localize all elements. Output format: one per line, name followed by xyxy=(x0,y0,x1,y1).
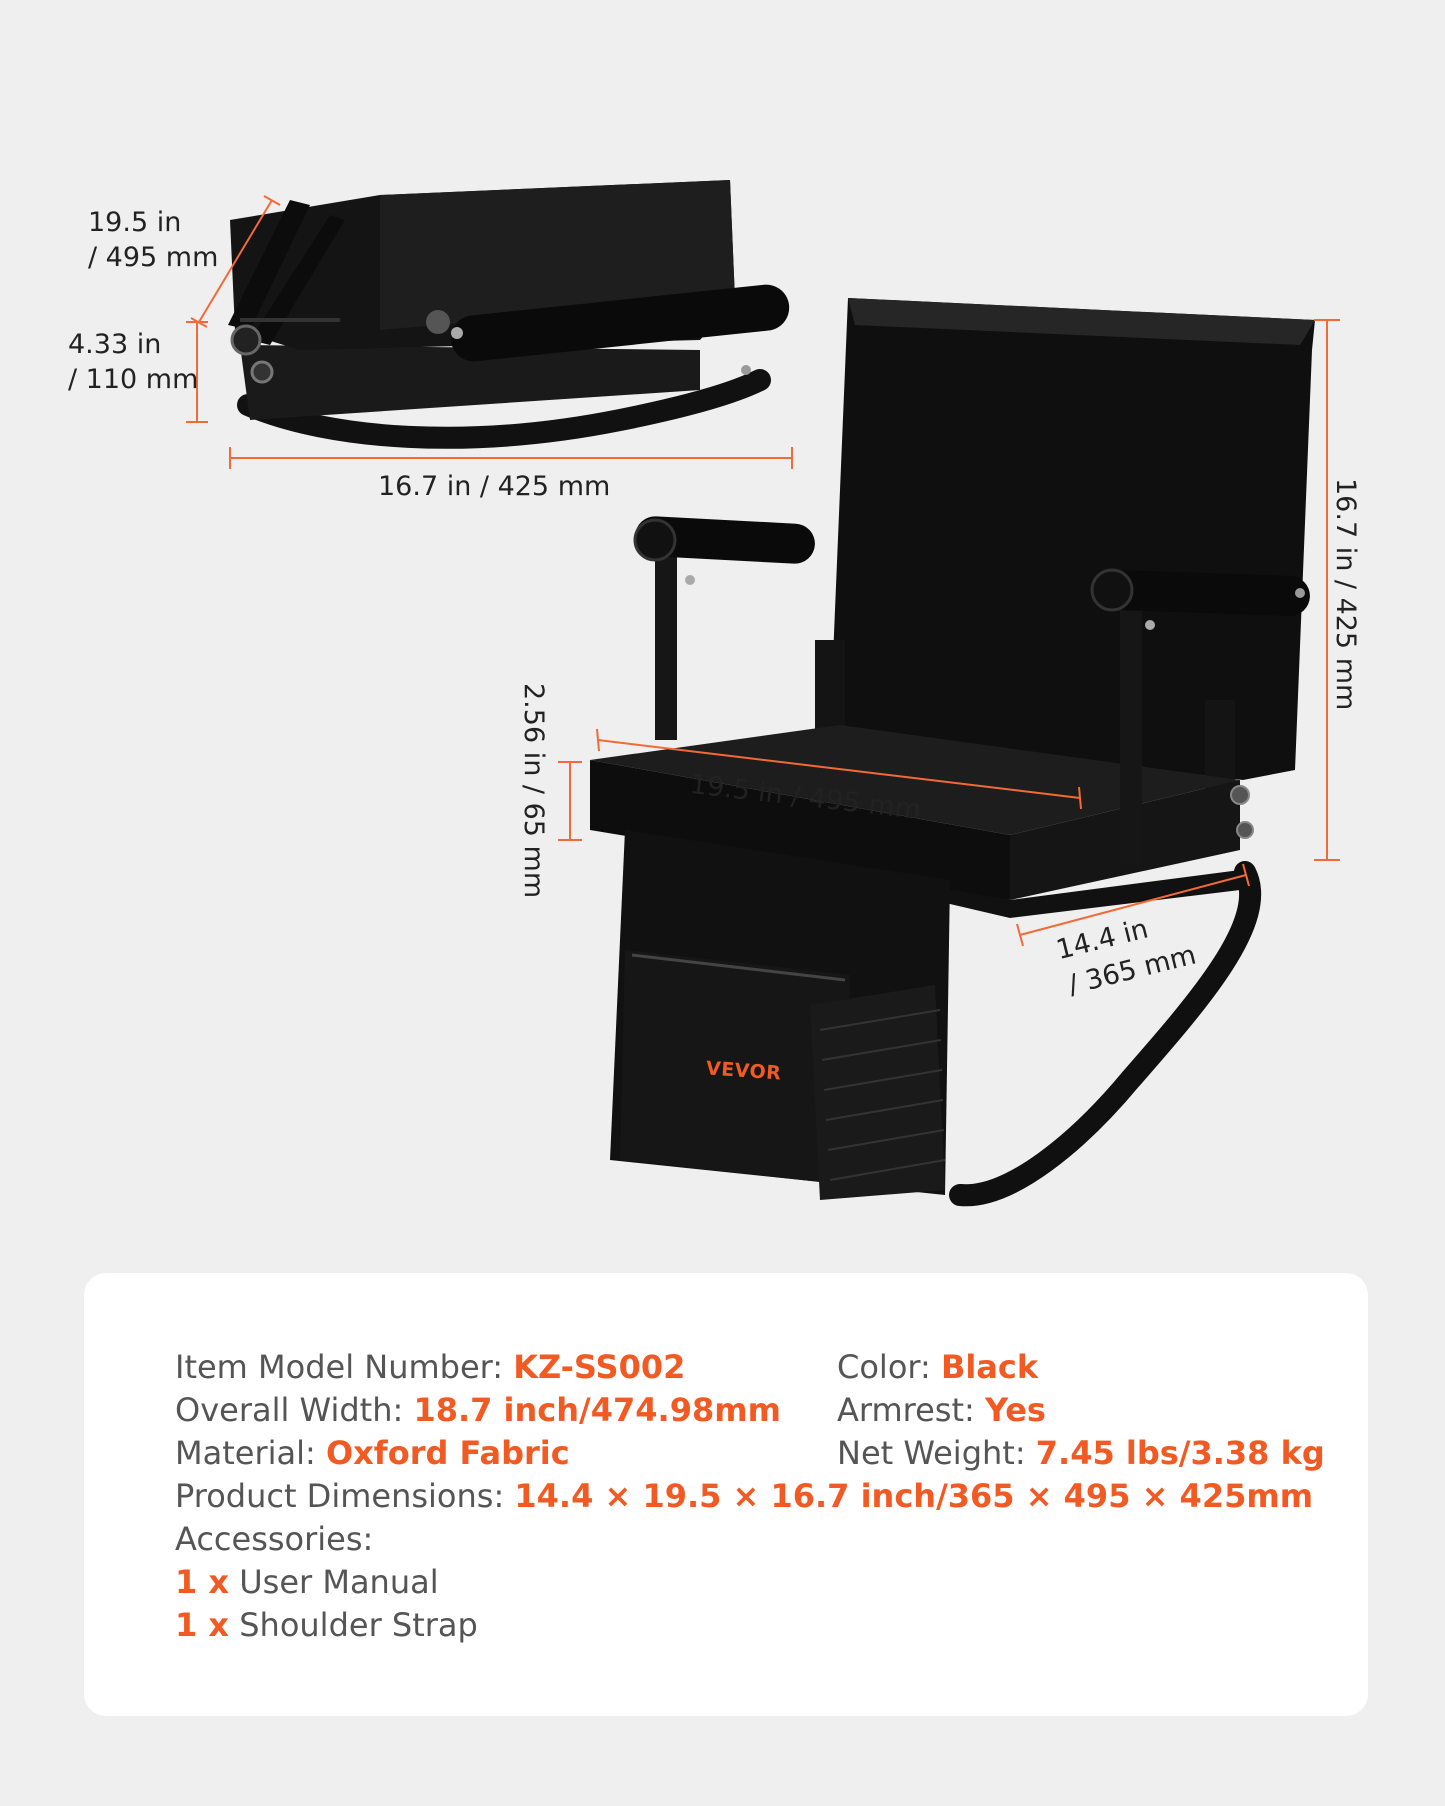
spec-color: Color: Black xyxy=(837,1347,1038,1387)
spec-material-value: Oxford Fabric xyxy=(325,1434,570,1472)
spec-armrest-value: Yes xyxy=(984,1391,1046,1429)
folded-height-label-line1: 4.33 in xyxy=(68,329,162,360)
open-dimension-lines xyxy=(558,319,1340,947)
spec-weight-label: Net Weight: xyxy=(837,1434,1036,1472)
spec-material-label: Material: xyxy=(175,1434,326,1472)
accessory-name: Shoulder Strap xyxy=(229,1606,478,1644)
spec-width-label: Overall Width: xyxy=(175,1391,414,1429)
accessory-qty: 1 x xyxy=(175,1563,230,1601)
spec-model: Item Model Number: KZ-SS002 xyxy=(175,1347,685,1387)
accessory-item: 1 x Shoulder Strap xyxy=(175,1605,478,1645)
spec-dimensions: Product Dimensions: 14.4 × 19.5 × 16.7 i… xyxy=(175,1476,1313,1516)
spec-armrest: Armrest: Yes xyxy=(837,1390,1046,1430)
spec-dimensions-value: 14.4 × 19.5 × 16.7 inch/365 × 495 × 425m… xyxy=(514,1477,1314,1515)
spec-material: Material: Oxford Fabric xyxy=(175,1433,570,1473)
accessory-qty: 1 x xyxy=(175,1606,230,1644)
spec-color-value: Black xyxy=(940,1348,1039,1386)
spec-color-label: Color: xyxy=(837,1348,941,1386)
folded-chair-image xyxy=(228,180,790,449)
folded-width-label: 16.7 in / 425 mm xyxy=(378,471,611,502)
folded-length-label-line1: 19.5 in xyxy=(88,207,182,238)
spec-width: Overall Width: 18.7 inch/474.98mm xyxy=(175,1390,781,1430)
accessory-item: 1 x User Manual xyxy=(175,1562,439,1602)
folded-length-label-line2: / 495 mm xyxy=(88,242,219,273)
folded-height-label-line2: / 110 mm xyxy=(68,364,199,395)
spec-width-value: 18.7 inch/474.98mm xyxy=(413,1391,781,1429)
spec-model-value: KZ-SS002 xyxy=(513,1348,686,1386)
open-cushion-label: 2.56 in / 65 mm xyxy=(518,683,549,899)
spec-card: Item Model Number: KZ-SS002 Color: Black… xyxy=(84,1273,1368,1716)
spec-dimensions-label: Product Dimensions: xyxy=(175,1477,515,1515)
accessory-name: User Manual xyxy=(229,1563,439,1601)
spec-model-label: Item Model Number: xyxy=(175,1348,514,1386)
spec-weight-value: 7.45 lbs/3.38 kg xyxy=(1035,1434,1325,1472)
spec-accessories-heading: Accessories: xyxy=(175,1520,374,1558)
chair-illustration xyxy=(186,180,1340,1207)
open-chair-image xyxy=(590,298,1315,1207)
folded-dimension-lines xyxy=(186,195,793,469)
open-height-label: 16.7 in / 425 mm xyxy=(1330,478,1361,711)
spec-weight: Net Weight: 7.45 lbs/3.38 kg xyxy=(837,1433,1325,1473)
spec-armrest-label: Armrest: xyxy=(837,1391,985,1429)
